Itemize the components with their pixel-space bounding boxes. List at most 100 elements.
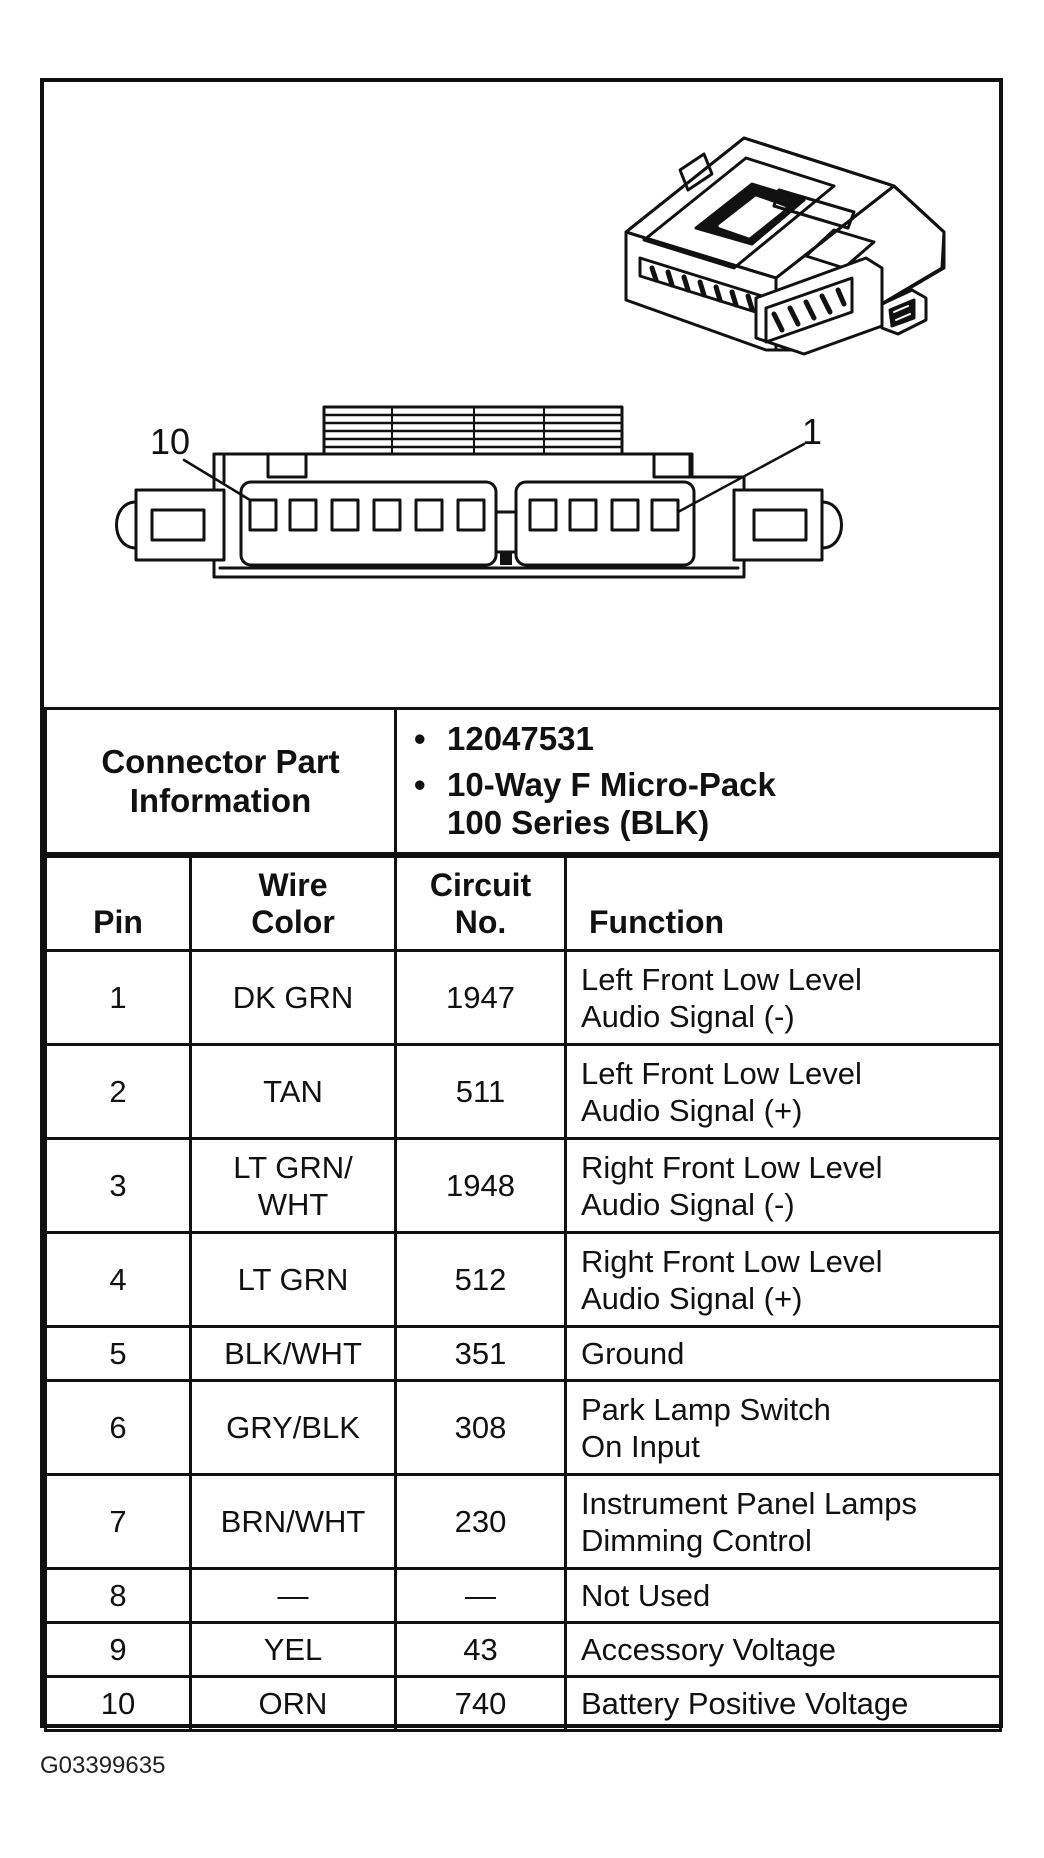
function-description: Accessory Voltage [564, 1621, 1002, 1678]
circuit-number: 230 [394, 1473, 567, 1570]
circuit-number: 740 [394, 1675, 567, 1732]
wire-color: GRY/BLK [189, 1379, 397, 1476]
connector-figure: 10 1 Connector Part Information • 120475… [40, 78, 1003, 1732]
pin-number: 3 [44, 1137, 192, 1234]
pin-10-callout: 10 [150, 421, 190, 462]
header-function: Function [564, 855, 1002, 952]
function-line: Instrument Panel Lamps [581, 1485, 918, 1521]
wire-color: — [189, 1567, 397, 1624]
function-line: Park Lamp Switch [581, 1391, 831, 1427]
function-line: Not Used [581, 1578, 711, 1613]
circuit-number: 1948 [394, 1137, 567, 1234]
function-line: Right Front Low Level [581, 1243, 883, 1279]
function-description: Ground [564, 1325, 1002, 1382]
wire-color: YEL [189, 1621, 397, 1678]
bullet-icon: • [414, 766, 426, 803]
function-line: Right Front Low Level [581, 1149, 883, 1185]
connector-isometric-illustration [624, 136, 946, 356]
connector-face-view [115, 405, 843, 579]
info-label-line: Information [129, 782, 312, 819]
pin-number: 2 [44, 1043, 192, 1140]
table-row: 10 ORN 740 Battery Positive Voltage [44, 1675, 1002, 1732]
wire-color-line: YEL [263, 1632, 323, 1667]
wire-color-line: BLK/WHT [224, 1336, 362, 1371]
pin-1-callout: 1 [802, 411, 822, 452]
wire-color: BRN/WHT [189, 1473, 397, 1570]
bullet-icon: • [414, 720, 426, 757]
function-line: Audio Signal (+) [581, 1280, 803, 1316]
figure-id: G03399635 [40, 1752, 166, 1779]
wire-color-line: — [277, 1578, 309, 1613]
header-wire-color: Wire Color [189, 855, 397, 952]
connector-type-item: • 10-Way F Micro-Pack 100 Series (BLK) [414, 766, 999, 842]
pin-number: 6 [44, 1379, 192, 1476]
circuit-number: 511 [394, 1043, 567, 1140]
wire-color: LT GRN/WHT [189, 1137, 397, 1234]
pin-number: 9 [44, 1621, 192, 1678]
circuit-number: 512 [394, 1231, 567, 1328]
wire-color: DK GRN [189, 949, 397, 1046]
pin-number: 5 [44, 1325, 192, 1382]
circuit-number: 43 [394, 1621, 567, 1678]
circuit-number: 351 [394, 1325, 567, 1382]
table-row: 9 YEL 43 Accessory Voltage [44, 1621, 1002, 1678]
pin-number: 7 [44, 1473, 192, 1570]
header-pin: Pin [44, 855, 192, 952]
pin-number: 1 [44, 949, 192, 1046]
function-line: Audio Signal (+) [581, 1092, 803, 1128]
connector-type-line: 10-Way F Micro-Pack [447, 766, 776, 803]
function-description: Battery Positive Voltage [564, 1675, 1002, 1732]
wire-color: TAN [189, 1043, 397, 1140]
wire-color-line: DK GRN [232, 980, 354, 1015]
pin-table: Pin Wire Color Circuit No. Function 1 DK … [44, 855, 1002, 1732]
function-line: Dimming Control [581, 1522, 812, 1558]
function-line: Battery Positive Voltage [581, 1686, 909, 1721]
wire-color: BLK/WHT [189, 1325, 397, 1382]
circuit-number: 308 [394, 1379, 567, 1476]
wire-color-line: WHT [257, 1186, 329, 1222]
header-circuit-no: Circuit No. [394, 855, 567, 952]
wire-color: ORN [189, 1675, 397, 1732]
function-line: Accessory Voltage [581, 1632, 837, 1667]
connector-type-line: 100 Series (BLK) [447, 804, 710, 841]
info-label-line: Connector Part [101, 743, 340, 780]
wire-color-line: BRN/WHT [220, 1504, 366, 1539]
connector-diagram: 10 1 [44, 82, 999, 707]
connector-part-info-values: • 12047531 • 10-Way F Micro-Pack 100 Ser… [394, 707, 1002, 855]
pin-table-header: Pin Wire Color Circuit No. Function [44, 855, 1002, 952]
pin-number: 4 [44, 1231, 192, 1328]
part-number: 12047531 [447, 720, 594, 757]
table-row: 8 — — Not Used [44, 1567, 1002, 1624]
wire-color-line: LT GRN [237, 1262, 349, 1297]
function-line: On Input [581, 1428, 700, 1464]
circuit-number: — [394, 1567, 567, 1624]
function-line: Audio Signal (-) [581, 1186, 795, 1222]
function-description: Not Used [564, 1567, 1002, 1624]
function-line: Ground [581, 1336, 685, 1371]
connector-part-info: Connector Part Information • 12047531 • … [44, 707, 1002, 855]
part-number-item: • 12047531 [414, 720, 999, 758]
wire-color-line: LT GRN/ [233, 1149, 353, 1185]
wire-color: LT GRN [189, 1231, 397, 1328]
circuit-number: 1947 [394, 949, 567, 1046]
pin-number: 10 [44, 1675, 192, 1732]
wire-color-line: GRY/BLK [226, 1410, 360, 1445]
function-line: Left Front Low Level [581, 1055, 862, 1091]
wire-color-line: TAN [263, 1074, 323, 1109]
function-line: Left Front Low Level [581, 961, 862, 997]
connector-part-info-label: Connector Part Information [44, 707, 397, 855]
wire-color-line: ORN [258, 1686, 328, 1721]
pin-number: 8 [44, 1567, 192, 1624]
function-line: Audio Signal (-) [581, 998, 795, 1034]
